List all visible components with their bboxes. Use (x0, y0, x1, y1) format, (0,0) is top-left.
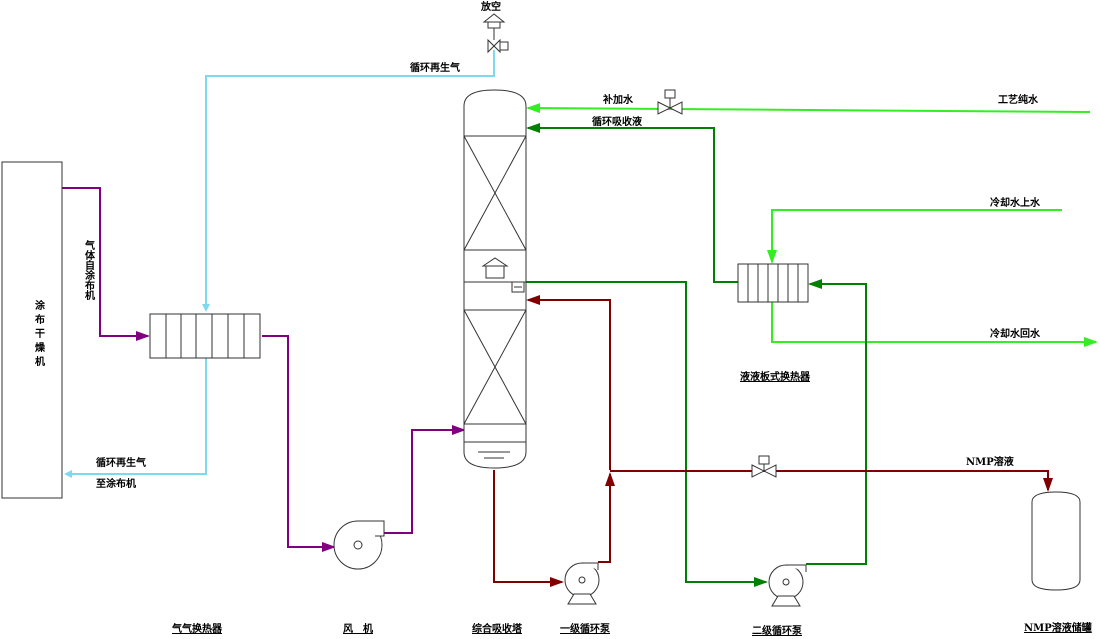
nmp-valve (751, 455, 777, 478)
absorption-tower (463, 89, 527, 469)
plate-heat-exchanger (737, 263, 809, 303)
exhaust-pipe-hx-fan (262, 335, 336, 552)
coater-dryer-label: 涂布干燥机 (33, 299, 45, 370)
exhaust-pipe-fan-tower (384, 425, 466, 534)
second-loop-pipe-out (526, 281, 768, 587)
label-recycle-gas-top: 循环再生气 (410, 61, 460, 74)
makeup-water-valve (657, 89, 683, 115)
recycle-gas-pipe-return (64, 358, 207, 478)
exhaust-pipe-coater-hx (62, 187, 150, 341)
cooling-water-out-pipe (771, 302, 1098, 347)
caption-absorber: 综合吸收塔 (472, 622, 523, 635)
caption-pump2: 二级循环泵 (752, 624, 803, 637)
vent-hood (482, 13, 509, 62)
label-cooling-water-out: 冷却水回水 (990, 327, 1041, 340)
caption-tank: NMP溶液储罐 (1024, 621, 1092, 634)
label-nmp-solution: NMP溶液 (966, 455, 1014, 468)
label-makeup-water: 补加水 (602, 93, 634, 106)
first-stage-pump (564, 562, 600, 605)
circulating-absorbent-pipe (526, 123, 738, 283)
caption-fan: 风 机 (343, 622, 373, 635)
second-stage-pump (768, 564, 807, 607)
second-loop-pipe-pump (806, 279, 867, 565)
first-loop-pipe-up (598, 472, 615, 563)
label-recycle-gas-to-1: 循环再生气 (96, 456, 146, 469)
label-plate-hx: 液液板式换热器 (740, 370, 811, 383)
caption-gas-hx: 气气换热器 (171, 622, 223, 635)
label-recycle-gas-to-2: 至涂布机 (96, 477, 136, 490)
caption-pump1: 一级循环泵 (560, 622, 611, 635)
label-vent: 放空 (480, 0, 501, 13)
label-gas-from-coater: 气体自涂布机 (83, 239, 96, 301)
cooling-water-in-pipe (767, 209, 1062, 264)
first-loop-pipe-return (526, 295, 611, 470)
nmp-storage-tank (1031, 491, 1081, 591)
gas-gas-heat-exchanger (149, 313, 261, 359)
nmp-solution-pipe (610, 470, 1053, 492)
label-cooling-water-in: 冷却水上水 (990, 196, 1041, 209)
makeup-water-pipe (526, 103, 1091, 114)
first-loop-pipe-out (493, 470, 564, 587)
coater-dryer (1, 161, 63, 499)
recycle-gas-pipe-top (202, 50, 495, 312)
fan (333, 520, 385, 570)
label-process-water: 工艺纯水 (998, 93, 1039, 106)
label-circulating-absorbent: 循环吸收液 (592, 115, 642, 128)
